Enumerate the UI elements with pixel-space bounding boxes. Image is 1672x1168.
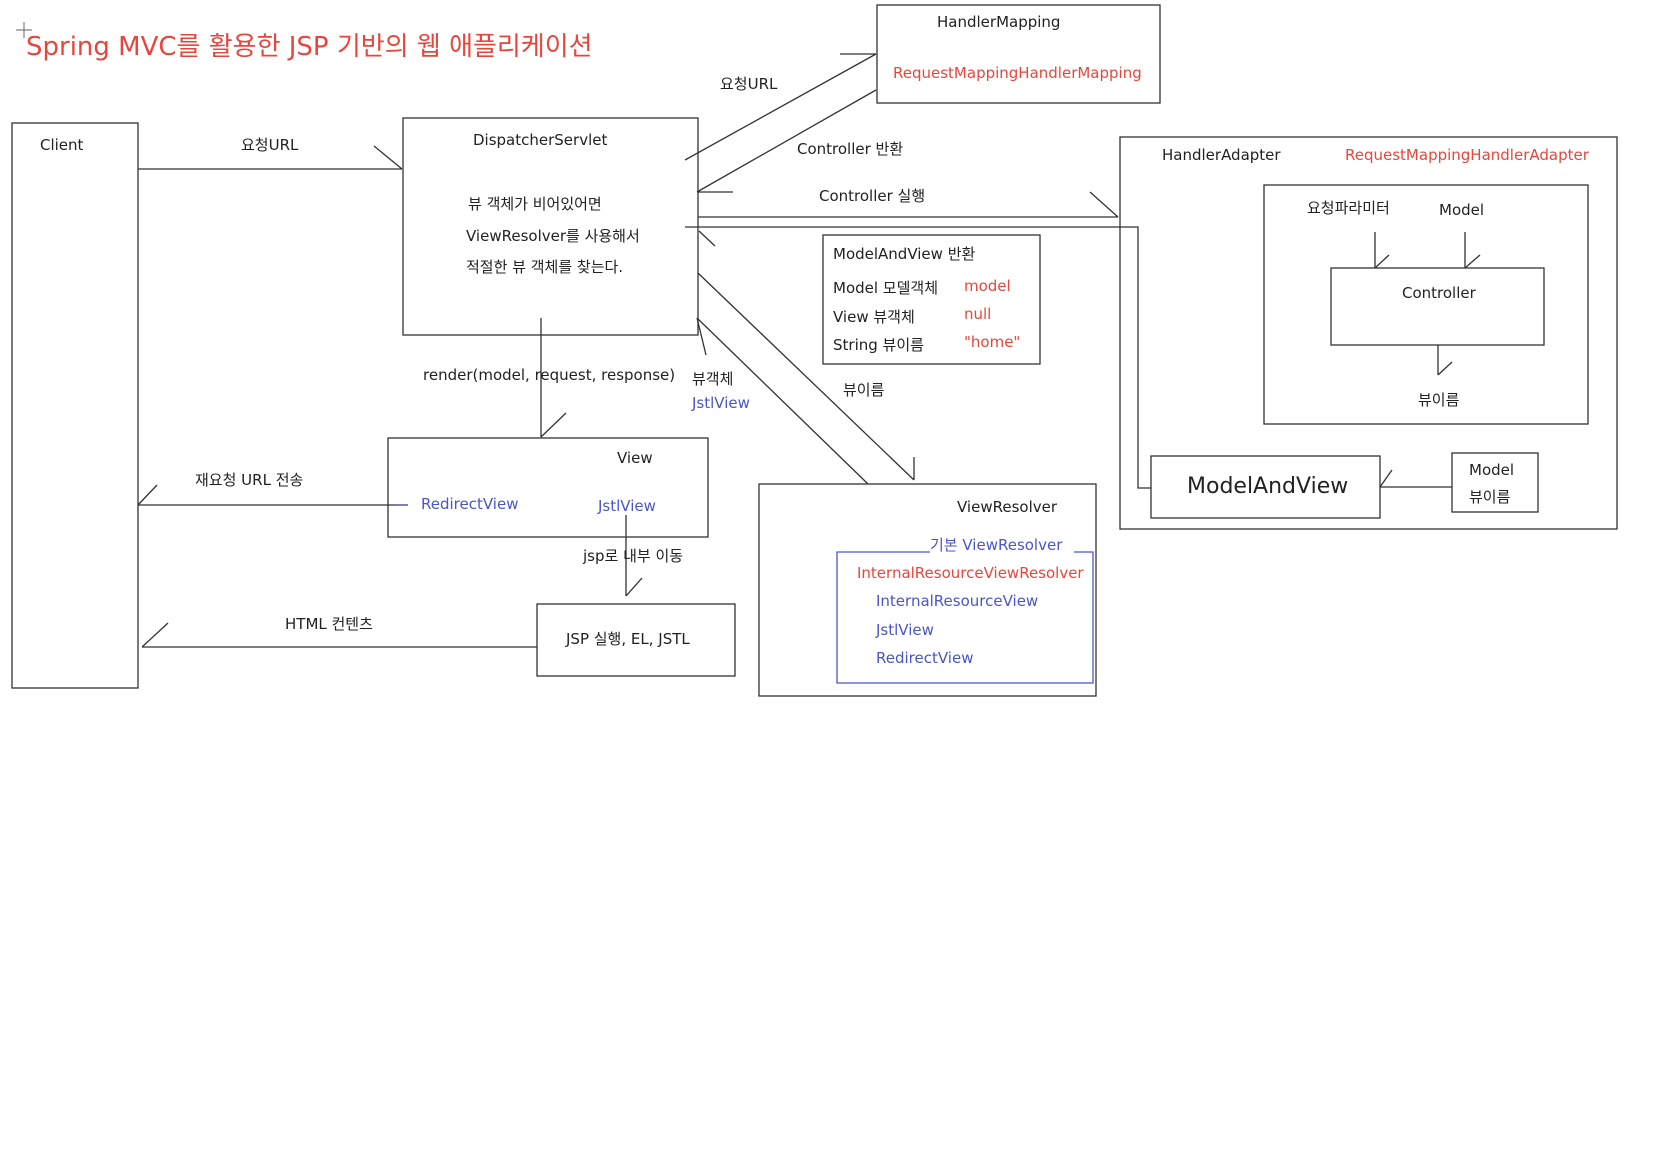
view-resolver-view-item: JstlView (876, 621, 934, 639)
controller-label: Controller (1402, 284, 1476, 302)
arrow-client-request (138, 145, 403, 170)
handler-adapter-box (1119, 136, 1618, 530)
arrow-render (540, 318, 567, 438)
view-redirect-label: RedirectView (421, 495, 519, 513)
view-resolver-view-item: InternalResourceView (876, 592, 1039, 610)
mav-model-label: Model (1469, 461, 1515, 479)
handler-mapping-title: HandlerMapping (937, 13, 1061, 31)
model-and-view-label: ModelAndView (1187, 474, 1349, 499)
view-name-label: 뷰이름 (843, 381, 885, 399)
default-view-resolver-label: 기본 ViewResolver (930, 536, 1063, 554)
handler-mapping-box (876, 4, 1161, 104)
handler-adapter-inner-box (1263, 184, 1589, 425)
arrow-redirect (137, 484, 408, 506)
adapter-model-label: Model (1439, 201, 1485, 219)
cursor-crosshair-icon (16, 22, 32, 38)
controller-return-label: Controller 반환 (797, 140, 904, 158)
redirect-url-label: 재요청 URL 전송 (195, 471, 304, 489)
controller-exec-label: Controller 실행 (819, 187, 926, 205)
view-resolver-title: ViewResolver (957, 498, 1058, 516)
mapping-request-label: 요청URL (720, 75, 778, 93)
html-content-label: HTML 컨텐츠 (285, 615, 373, 633)
view-resolver-box (758, 483, 1097, 697)
client-box (11, 122, 139, 689)
view-resolver-view-item: RedirectView (876, 649, 974, 667)
arrow-model-to-mav (1379, 469, 1452, 488)
arrow-controller-exec (698, 191, 1119, 218)
view-jstl-label: JstlView (598, 497, 656, 515)
jsp-box-label: JSP 실행, EL, JSTL (566, 630, 690, 648)
arrow-mapping-request (684, 53, 877, 161)
arrow-html-content (141, 622, 537, 648)
controller-box (1330, 267, 1545, 346)
jsp-box (536, 603, 736, 677)
adapter-view-name-label: 뷰이름 (1418, 391, 1460, 409)
handler-adapter-impl: RequestMappingHandlerAdapter (1345, 146, 1589, 164)
arrow-controller-to-viewname (1437, 345, 1453, 376)
mav-model-box (1451, 452, 1539, 513)
dispatcher-desc-line2: ViewResolver를 사용해서 (466, 227, 640, 245)
mav-row-key: Model 모델객체 (833, 279, 939, 297)
model-and-view-box (822, 234, 1041, 365)
arrow-model-to-controller (1464, 232, 1481, 269)
arrow-view-object (696, 317, 869, 485)
arrow-jsp-forward (625, 515, 643, 597)
view-box (387, 437, 709, 538)
dispatcher-servlet-title: DispatcherServlet (473, 131, 608, 149)
handler-adapter-title: HandlerAdapter (1162, 146, 1281, 164)
view-object-type-label: JstlView (692, 394, 750, 412)
arrow-controller-return (696, 89, 877, 193)
view-box-title: View (617, 449, 653, 467)
dispatcher-desc-line1: 뷰 객체가 비어있어면 (468, 195, 602, 213)
client-label: Client (40, 136, 84, 154)
mav-row-value: "home" (964, 333, 1021, 351)
client-request-label: 요청URL (241, 136, 299, 154)
dispatcher-desc-line3: 적절한 뷰 객체를 찾는다. (466, 258, 624, 276)
page-title: Spring MVC를 활용한 JSP 기반의 웹 애플리케이션 (26, 32, 593, 62)
view-resolver-group-frame (836, 551, 1094, 684)
internal-resource-view-resolver: InternalResourceViewResolver (857, 564, 1084, 582)
mav-row-key: View 뷰객체 (833, 308, 915, 326)
mav-viewname-label: 뷰이름 (1469, 488, 1511, 506)
mav-row-key: String 뷰이름 (833, 336, 924, 354)
arrow-mav-return (685, 226, 1151, 489)
render-label: render(model, request, response) (423, 366, 676, 384)
request-param-label: 요청파라미터 (1307, 199, 1390, 217)
jsp-forward-label: jsp로 내부 이동 (583, 547, 684, 565)
handler-mapping-impl: RequestMappingHandlerMapping (893, 64, 1142, 82)
view-object-label: 뷰객체 (692, 370, 734, 388)
mav-box-title: ModelAndView 반환 (833, 245, 976, 263)
arrow-view-name (697, 272, 915, 481)
arrow-param-to-controller (1374, 232, 1390, 269)
mav-row-value: null (964, 305, 992, 323)
mav-row-value: model (964, 277, 1011, 295)
